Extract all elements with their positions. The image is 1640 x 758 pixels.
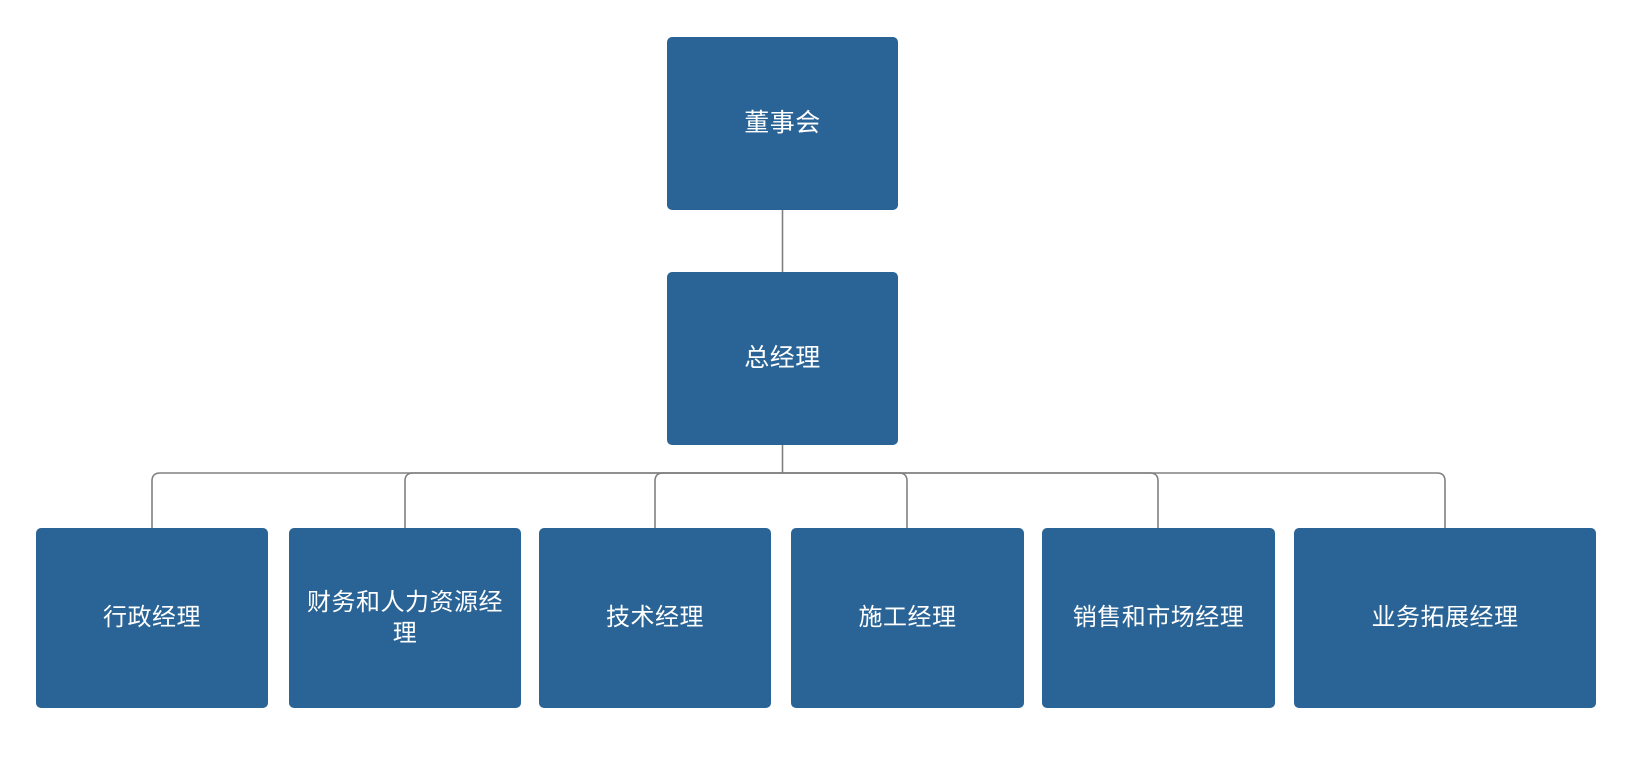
node-business-development-manager-label: 业务拓展经理 [1371,604,1519,632]
connector-gm-to-finance-hr [404,472,783,528]
connector-gm-to-admin [151,472,783,528]
node-business-development-manager[interactable]: 业务拓展经理 [1294,528,1596,708]
connector-gm-to-sales [782,472,1159,528]
node-technical-manager[interactable]: 技术经理 [539,528,771,708]
node-general-manager-label: 总经理 [744,344,821,373]
node-sales-marketing-manager-label: 销售和市场经理 [1072,604,1245,632]
connector-gm-to-construction [782,472,908,528]
node-finance-hr-manager-label: 财务和人力资源经理 [307,588,503,647]
node-board-label: 董事会 [744,109,821,138]
node-technical-manager-label: 技术经理 [606,604,704,632]
node-administrative-manager[interactable]: 行政经理 [36,528,268,708]
connector-gm-to-bizdev [782,472,1446,528]
node-finance-hr-manager[interactable]: 财务和人力资源经理 [289,528,521,708]
node-sales-marketing-manager[interactable]: 销售和市场经理 [1042,528,1275,708]
node-construction-manager-label: 施工经理 [858,604,957,632]
footer-partial-text [46,748,226,758]
node-administrative-manager-label: 行政经理 [103,604,201,632]
connector-gm-to-technical [654,472,783,528]
node-general-manager[interactable]: 总经理 [667,272,898,445]
node-board[interactable]: 董事会 [667,37,898,210]
node-construction-manager[interactable]: 施工经理 [791,528,1024,708]
